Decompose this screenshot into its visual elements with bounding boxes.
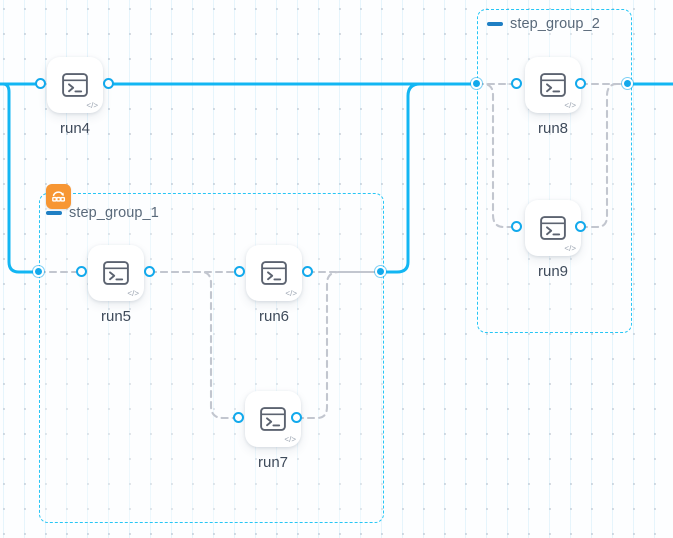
terminal-icon bbox=[62, 73, 88, 97]
port-run8-output[interactable] bbox=[575, 78, 586, 89]
node-run9[interactable]: </> run9 bbox=[525, 200, 581, 280]
port-run9-input[interactable] bbox=[511, 221, 522, 232]
edge-run5-to-run7 bbox=[148, 270, 241, 420]
node-card-run8[interactable]: </> bbox=[525, 57, 581, 113]
port-step_group_2-output[interactable] bbox=[622, 78, 633, 89]
node-card-run6[interactable]: </> bbox=[246, 245, 302, 301]
group-container-step_group_1[interactable] bbox=[39, 193, 384, 523]
port-run5-output[interactable] bbox=[144, 266, 155, 277]
edge-run7-to-group1-out bbox=[295, 270, 383, 420]
node-run4[interactable]: </> run4 bbox=[47, 57, 103, 137]
edge-group1-out-to-main bbox=[379, 82, 479, 274]
edge-group2-in-to-run9 bbox=[475, 82, 519, 229]
port-run7-input[interactable] bbox=[233, 412, 244, 423]
node-card-run5[interactable]: </> bbox=[88, 245, 144, 301]
node-label-run9: run9 bbox=[537, 263, 569, 280]
port-run6-output[interactable] bbox=[302, 266, 313, 277]
port-run5-input[interactable] bbox=[76, 266, 87, 277]
node-label-run5: run5 bbox=[100, 308, 132, 325]
terminal-icon bbox=[103, 261, 129, 285]
minus-icon[interactable] bbox=[487, 22, 503, 26]
port-run4-output[interactable] bbox=[103, 78, 114, 89]
loop-items-glyph bbox=[52, 191, 66, 202]
port-step_group_1-input[interactable] bbox=[33, 266, 44, 277]
group-label-step_group_2: step_group_2 bbox=[510, 16, 600, 32]
node-label-run7: run7 bbox=[257, 454, 289, 471]
port-run8-input[interactable] bbox=[511, 78, 522, 89]
code-badge-run4: </> bbox=[86, 101, 98, 110]
node-card-run9[interactable]: </> bbox=[525, 200, 581, 256]
code-badge-run5: </> bbox=[127, 289, 139, 298]
node-label-run6: run6 bbox=[258, 308, 290, 325]
node-label-run4: run4 bbox=[59, 120, 91, 137]
terminal-icon bbox=[261, 261, 287, 285]
port-step_group_2-input[interactable] bbox=[471, 78, 482, 89]
port-run4-input[interactable] bbox=[35, 78, 46, 89]
node-card-run4[interactable]: </> bbox=[47, 57, 103, 113]
code-badge-run6: </> bbox=[285, 289, 297, 298]
node-run6[interactable]: </> run6 bbox=[246, 245, 302, 325]
port-run6-input[interactable] bbox=[234, 266, 245, 277]
node-label-run8: run8 bbox=[537, 120, 569, 137]
terminal-icon bbox=[540, 73, 566, 97]
terminal-icon bbox=[260, 407, 286, 431]
code-badge-run8: </> bbox=[564, 101, 576, 110]
loop-items-icon[interactable] bbox=[46, 184, 71, 209]
port-run9-output[interactable] bbox=[575, 221, 586, 232]
node-run5[interactable]: </> run5 bbox=[88, 245, 144, 325]
group-label-step_group_1: step_group_1 bbox=[69, 205, 159, 221]
terminal-icon bbox=[540, 216, 566, 240]
minus-icon[interactable] bbox=[46, 211, 62, 215]
code-badge-run7: </> bbox=[284, 435, 296, 444]
edge-canvas-in-to-group1 bbox=[0, 82, 41, 274]
port-run7-output[interactable] bbox=[291, 412, 302, 423]
port-step_group_1-output[interactable] bbox=[375, 266, 386, 277]
code-badge-run9: </> bbox=[564, 244, 576, 253]
group-header-step_group_2[interactable]: step_group_2 bbox=[487, 16, 600, 32]
edge-run9-to-group2-out bbox=[579, 82, 630, 229]
node-run8[interactable]: </> run8 bbox=[525, 57, 581, 137]
group-header-step_group_1[interactable]: step_group_1 bbox=[46, 205, 159, 221]
node-run7[interactable]: </> run7 bbox=[245, 391, 301, 471]
